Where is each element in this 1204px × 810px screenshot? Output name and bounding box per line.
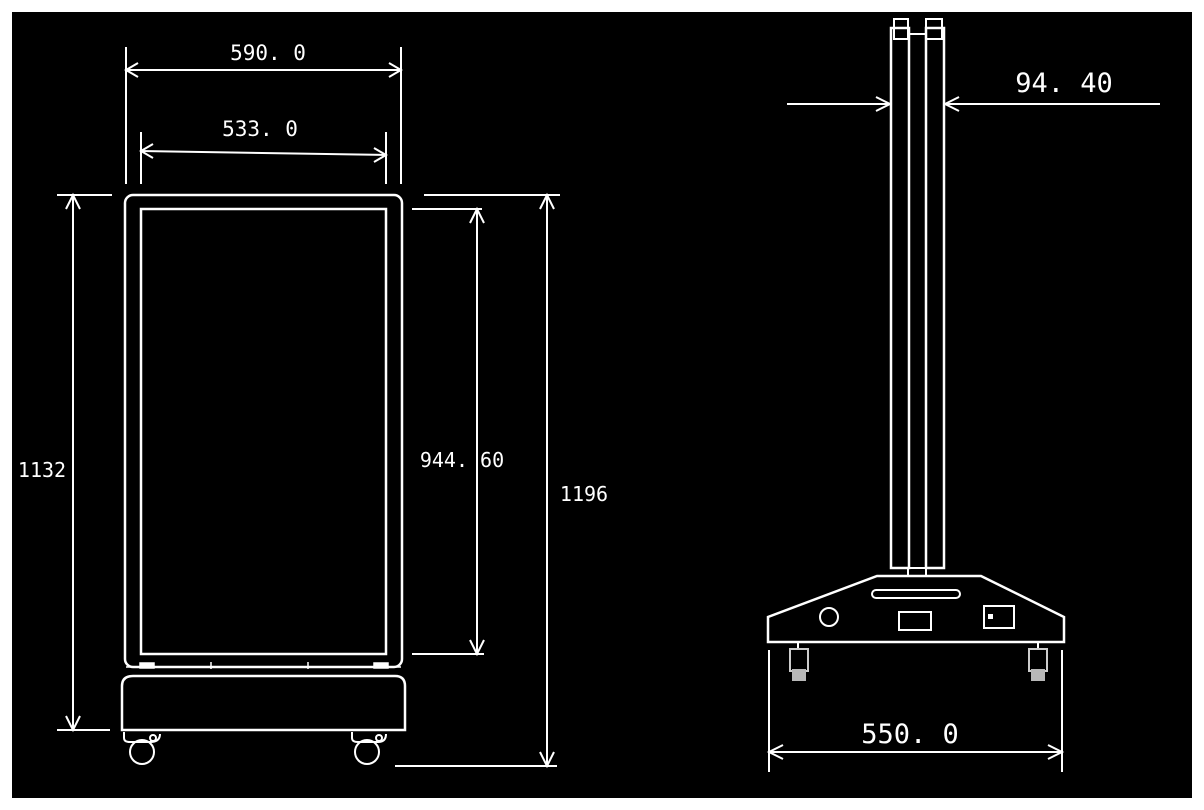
dim-height-left [65, 192, 81, 733]
caster-right [351, 732, 387, 765]
label-inner-width: 533. 0 [222, 117, 298, 141]
pole-right [924, 26, 946, 570]
dim-overall-width [124, 62, 403, 78]
label-pole-depth: 94. 40 [1015, 68, 1113, 99]
dim-height-right [539, 192, 555, 769]
front-view: 590. 0 533. 0 1132 944. 60 [18, 41, 608, 769]
label-height-left: 1132 [18, 458, 66, 482]
label-overall-width: 590. 0 [230, 41, 306, 65]
base-slot [898, 611, 932, 631]
label-screen-height: 944. 60 [420, 448, 504, 472]
technical-drawing: 590. 0 533. 0 1132 944. 60 [18, 18, 1160, 772]
switch-indicator [988, 614, 993, 619]
label-height-right: 1196 [560, 482, 608, 506]
screen-panel [139, 207, 388, 656]
side-base [766, 574, 1066, 644]
cabinet-frame [123, 193, 404, 669]
frame-bottom-strip [126, 662, 401, 669]
power-switch [983, 605, 1015, 629]
base-handle [871, 589, 961, 599]
dim-screen-height [469, 206, 485, 657]
dim-base-width [766, 744, 1065, 760]
drawing-canvas: 590. 0 533. 0 1132 944. 60 [12, 12, 1192, 798]
dim-pole-depth [787, 96, 1160, 112]
dim-inner-width [139, 143, 388, 163]
caster-left [123, 732, 161, 765]
base-housing [120, 674, 407, 732]
side-view: 94. 40 550. 0 [766, 18, 1160, 772]
side-caster-right [1028, 642, 1048, 681]
side-caster-left [789, 642, 809, 681]
power-socket [819, 607, 839, 627]
label-base-width: 550. 0 [861, 719, 959, 750]
pole-left [889, 26, 911, 570]
